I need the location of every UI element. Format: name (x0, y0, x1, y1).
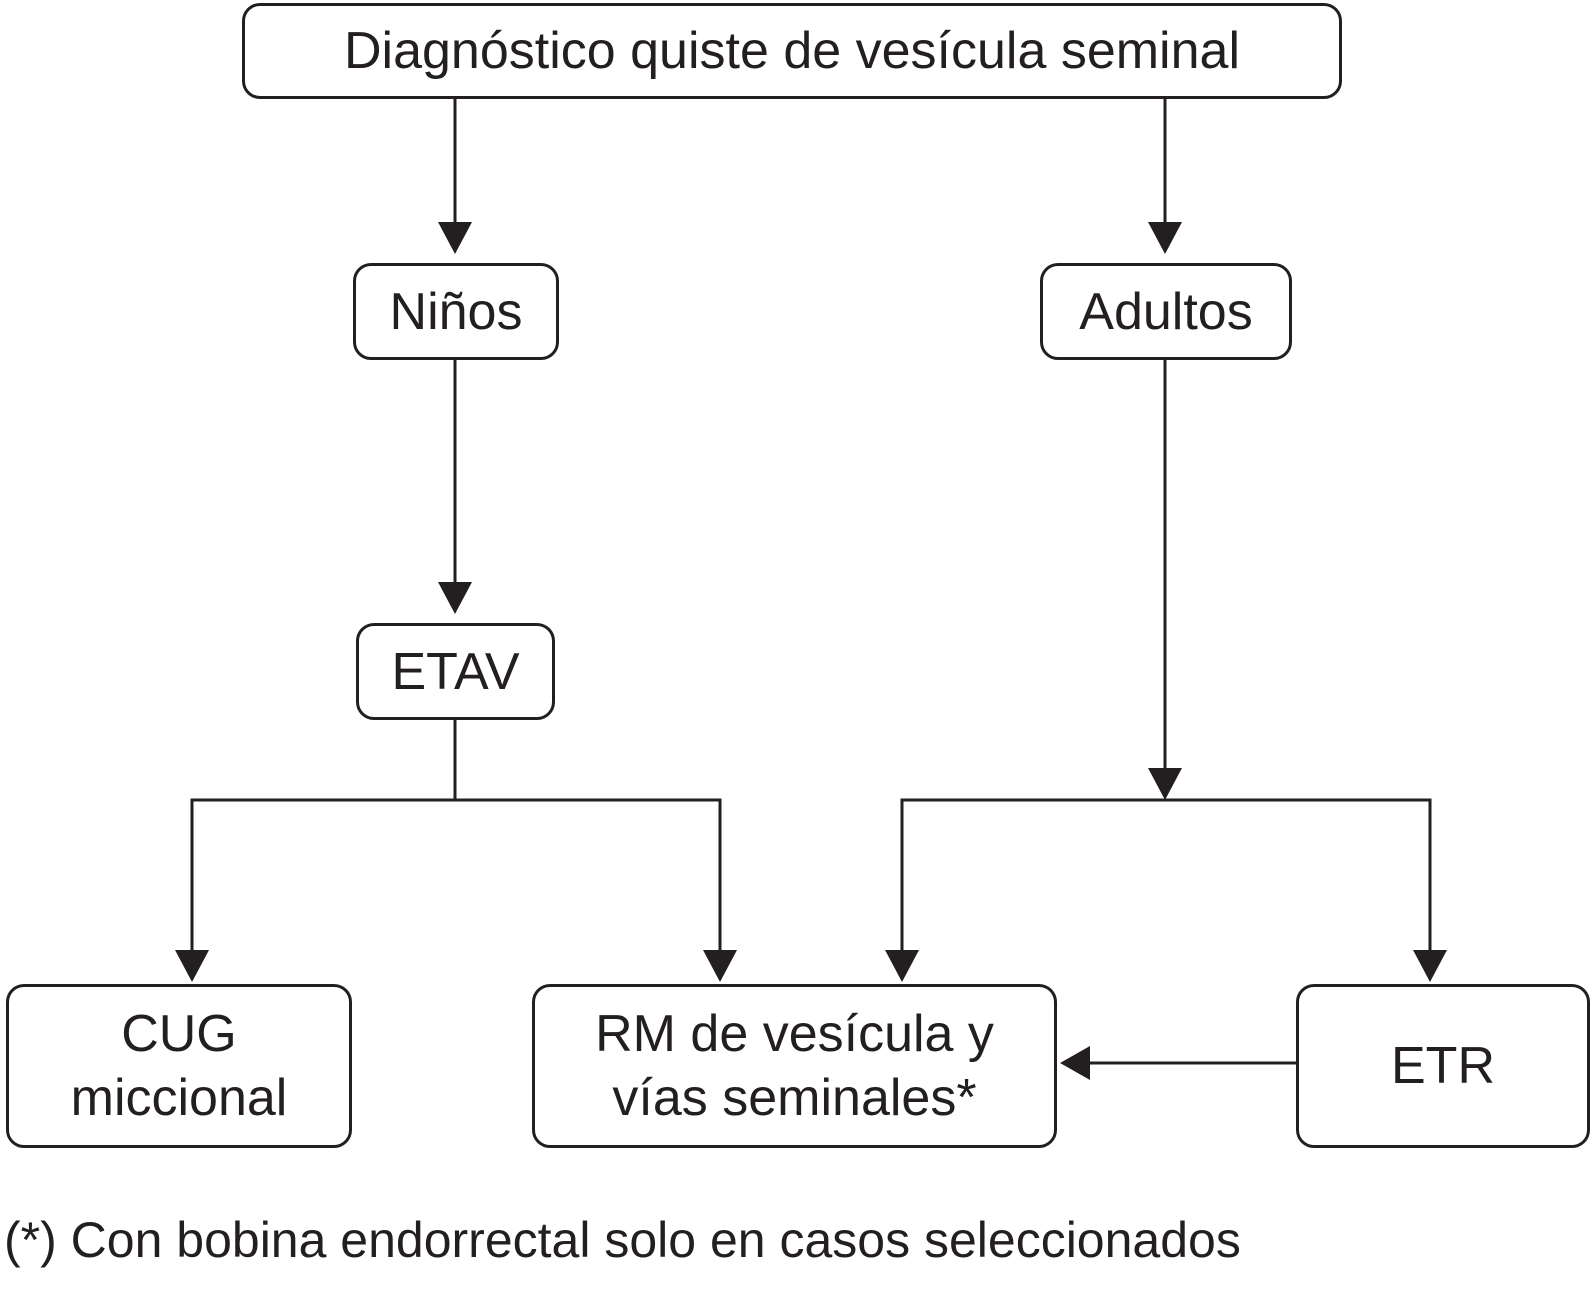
arrowhead-etr (1413, 950, 1447, 982)
footnote: (*) Con bobina endorrectal solo en casos… (4, 1212, 1241, 1268)
node-ninos: Niños (353, 263, 559, 360)
node-root: Diagnóstico quiste de vesícula seminal (242, 3, 1342, 99)
node-etr: ETR (1296, 984, 1590, 1148)
node-etav: ETAV (356, 623, 555, 720)
node-rm: RM de vesícula y vías seminales* (532, 984, 1057, 1148)
node-rm-line1: RM de vesícula y (595, 1005, 994, 1063)
arrowhead-etav (438, 582, 472, 614)
node-cug-line2: miccional (70, 1069, 288, 1127)
arrowhead-etr-rm (1060, 1046, 1090, 1080)
arrowhead-rm-left (703, 950, 737, 982)
arrowhead-cug (175, 950, 209, 982)
node-ninos-label: Niños (389, 282, 523, 341)
node-cug-line1: CUG (121, 1005, 237, 1063)
arrowhead-adultos (1148, 222, 1182, 254)
arrowhead-rm-right (885, 950, 919, 982)
node-etr-label: ETR (1391, 1037, 1495, 1095)
node-root-label: Diagnóstico quiste de vesícula seminal (343, 22, 1241, 80)
connector-etav-branches (190, 798, 722, 950)
node-cug: CUG miccional (6, 984, 352, 1148)
arrowhead-ninos (438, 222, 472, 254)
node-etav-label: ETAV (391, 642, 520, 701)
node-rm-line2: vías seminales* (612, 1069, 977, 1127)
arrowhead-adultos-split (1148, 768, 1182, 800)
node-adultos: Adultos (1040, 263, 1292, 360)
connector-adultos-branches (900, 798, 1432, 950)
node-adultos-label: Adultos (1079, 282, 1253, 341)
